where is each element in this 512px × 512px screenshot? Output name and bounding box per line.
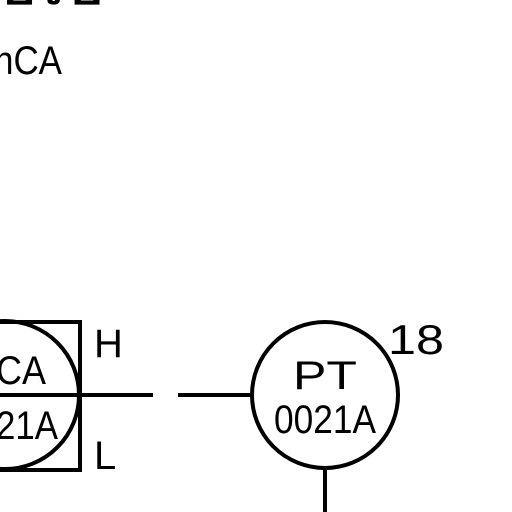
top-partial-text: ปรป	[0, 0, 102, 13]
right-instrument-tag-line1: PT	[293, 354, 357, 398]
left-instrument-high-label: H	[94, 322, 123, 366]
top-label: nCA	[0, 39, 62, 83]
left-instrument-low-label: L	[94, 434, 116, 478]
left-instrument-tag-line2: 21A	[0, 404, 58, 448]
left-instrument: CA 21A H L	[0, 319, 123, 478]
right-instrument-tag-line2: 0021A	[274, 398, 376, 442]
right-instrument: PT 0021A 18	[250, 316, 444, 512]
left-instrument-tag-line1: CA	[0, 349, 46, 393]
right-instrument-index: 18	[388, 316, 444, 363]
